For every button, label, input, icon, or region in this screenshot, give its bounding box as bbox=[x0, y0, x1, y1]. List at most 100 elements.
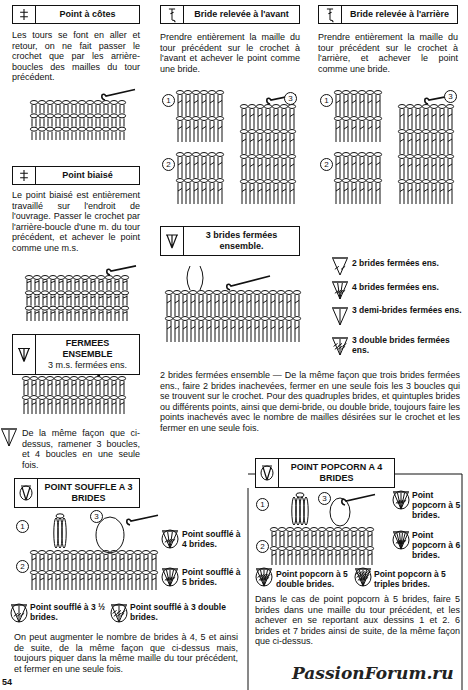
stitch-drawing bbox=[81, 276, 88, 280]
stitch-drawing bbox=[222, 157, 223, 178]
stitch-drawing bbox=[110, 396, 117, 400]
stitch-drawing bbox=[30, 551, 37, 555]
stitch-drawing bbox=[126, 571, 133, 575]
stitch-drawing bbox=[54, 571, 61, 575]
stitch-drawing bbox=[372, 95, 373, 116]
stitch-drawing bbox=[68, 555, 69, 570]
stitch-drawing bbox=[112, 118, 113, 126]
heading-text: FERMEES ENSEMBLE bbox=[40, 338, 135, 360]
stitch-drawing bbox=[80, 403, 84, 405]
stitch-drawing bbox=[216, 179, 223, 183]
stitch-drawing bbox=[52, 105, 53, 113]
stitch-drawing bbox=[56, 400, 57, 414]
stitch-drawing bbox=[65, 306, 72, 310]
stitch-drawing bbox=[340, 532, 341, 546]
stitch-drawing bbox=[124, 575, 125, 590]
stitch-drawing bbox=[282, 109, 283, 129]
stitch-drawing bbox=[408, 114, 412, 117]
stitch-drawing bbox=[165, 291, 172, 295]
stitch-drawing bbox=[282, 159, 283, 179]
page-number: 54 bbox=[2, 677, 12, 688]
heading-text: Point à côtes bbox=[40, 9, 135, 20]
stitch-drawing bbox=[186, 121, 187, 142]
stitch-drawing bbox=[24, 384, 28, 386]
callout-number: 1 bbox=[256, 498, 269, 511]
stitch-drawing bbox=[336, 162, 340, 165]
stitch-drawing bbox=[64, 555, 65, 570]
stitch-drawing bbox=[115, 280, 116, 290]
crochet-hook bbox=[342, 495, 375, 506]
stitch-drawing bbox=[364, 157, 365, 178]
crochet-symbol bbox=[340, 309, 347, 325]
stitch-drawing bbox=[274, 164, 278, 167]
stitch-drawing bbox=[227, 295, 228, 316]
stitch-drawing bbox=[366, 117, 373, 121]
stitch-drawing bbox=[48, 558, 52, 560]
stitch-drawing bbox=[408, 164, 412, 167]
stitch-drawing bbox=[352, 554, 356, 556]
crochet-symbol bbox=[261, 570, 265, 586]
stitch-drawing bbox=[198, 157, 199, 178]
stitch-drawing bbox=[293, 317, 300, 321]
stitch-drawing bbox=[404, 184, 405, 204]
stitch-drawing bbox=[422, 105, 429, 109]
stitch-drawing bbox=[295, 295, 296, 316]
stitch-drawing bbox=[72, 403, 76, 405]
stitch-drawing bbox=[280, 105, 287, 109]
stitch-label: Point soufflé à 5 brides. bbox=[182, 568, 246, 588]
stitch-drawing bbox=[192, 179, 199, 183]
crochet-symbol bbox=[340, 339, 347, 355]
stitch-drawing bbox=[256, 130, 263, 134]
stitch-drawing bbox=[368, 126, 372, 129]
stitch-drawing bbox=[178, 162, 182, 165]
stitch-drawing bbox=[51, 311, 52, 321]
stitch-drawing bbox=[358, 153, 365, 157]
stitch-drawing bbox=[247, 300, 251, 303]
stitch-drawing bbox=[78, 101, 85, 105]
stitch-drawing bbox=[400, 159, 401, 179]
body-text: Dans le cas de point popcorn à 5 brides,… bbox=[255, 594, 460, 647]
stitch-drawing bbox=[198, 95, 199, 116]
crochet-symbol bbox=[341, 266, 345, 269]
stitch-drawing bbox=[248, 105, 255, 109]
stitch-drawing bbox=[242, 164, 246, 167]
stitch-drawing bbox=[344, 554, 348, 556]
stitch-drawing bbox=[372, 121, 373, 142]
stitch-drawing bbox=[320, 532, 321, 546]
stitch-heading: FERMEES ENSEMBLE3 m.s. fermées ens. bbox=[12, 334, 140, 375]
stitch-drawing bbox=[432, 114, 436, 117]
stitch-drawing bbox=[258, 109, 259, 129]
stitch-drawing bbox=[282, 164, 286, 167]
stitch-drawing bbox=[242, 139, 246, 142]
stitch-drawing bbox=[274, 184, 275, 204]
stitch-drawing bbox=[250, 164, 254, 167]
stitch-drawing bbox=[46, 571, 53, 575]
stitch-drawing bbox=[262, 134, 263, 154]
body-text: Prendre entièrement la maille du tour pr… bbox=[160, 32, 300, 74]
stitch-drawing bbox=[344, 121, 345, 142]
stitch-drawing bbox=[62, 551, 69, 555]
stitch-drawing bbox=[358, 91, 365, 95]
stitch-drawing bbox=[80, 575, 81, 590]
stitch-drawing bbox=[210, 126, 214, 129]
stitch-drawing bbox=[318, 547, 325, 551]
stitch-drawing bbox=[64, 403, 68, 405]
callout-number: 3 bbox=[444, 90, 457, 103]
stitch-drawing bbox=[444, 159, 445, 179]
stitch-drawing bbox=[44, 132, 45, 140]
stitch-drawing bbox=[398, 105, 405, 109]
stitch-drawing bbox=[110, 101, 117, 105]
stitch-drawing bbox=[86, 114, 93, 118]
stitch-drawing bbox=[33, 276, 40, 280]
stitch-label: Point soufflé à 3 double brides. bbox=[130, 603, 236, 623]
stitch-drawing bbox=[360, 95, 361, 116]
stitch-drawing bbox=[52, 400, 53, 414]
stitch-drawing bbox=[148, 555, 149, 570]
stitch-drawing bbox=[115, 312, 119, 314]
stitch-drawing bbox=[104, 118, 105, 126]
stitch-drawing bbox=[59, 296, 63, 298]
stitch-drawing bbox=[75, 311, 76, 321]
stitch-drawing bbox=[186, 188, 190, 191]
stitch-drawing bbox=[70, 377, 77, 381]
stitch-drawing bbox=[280, 180, 287, 184]
